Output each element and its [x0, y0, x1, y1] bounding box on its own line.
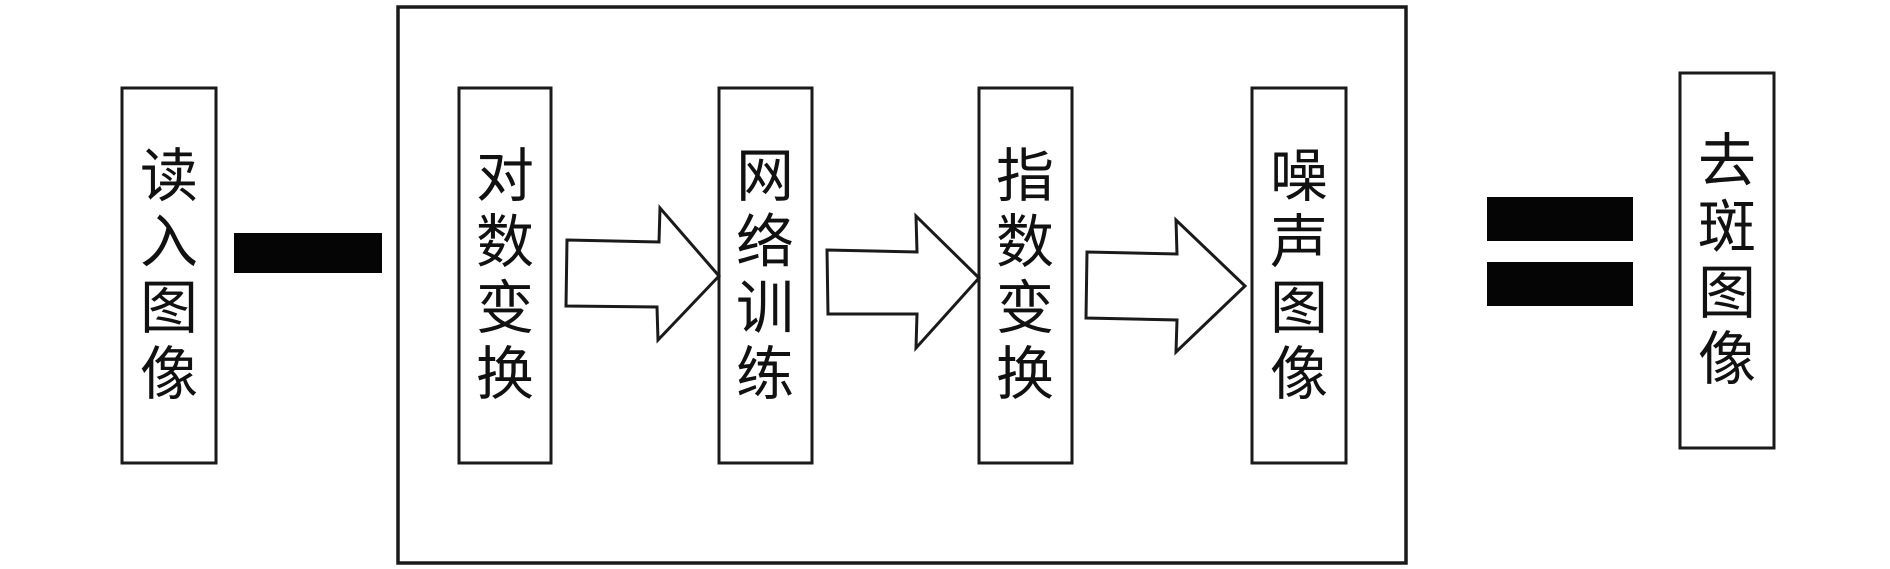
node-exp-transform-box — [977, 86, 1074, 465]
minus-operator — [234, 233, 382, 273]
node-despeckled-image-label: 去斑图像 — [1698, 127, 1756, 393]
node-despeckled-image: 去斑图像 — [1678, 71, 1776, 450]
node-log-transform: 对数变换 — [457, 86, 553, 465]
node-network-training-label: 网络训练 — [736, 142, 794, 408]
node-log-transform-label: 对数变换 — [476, 142, 534, 408]
node-noise-image-box — [1250, 86, 1348, 465]
node-despeckled-image-box — [1678, 71, 1776, 450]
node-network-training-box — [717, 86, 814, 465]
equals-bar-top — [1487, 197, 1633, 241]
arrow-exp-to-noise — [1084, 216, 1248, 356]
arrow-network-to-exp — [825, 212, 982, 353]
node-noise-image-label: 噪声图像 — [1270, 142, 1328, 408]
node-noise-image: 噪声图像 — [1250, 86, 1348, 465]
arrow-log-to-network — [564, 204, 722, 344]
equals-operator — [1487, 197, 1633, 306]
node-read-image: 读入图像 — [120, 86, 218, 465]
process-group-frame — [396, 5, 1408, 565]
node-read-image-box — [120, 86, 218, 465]
node-network-training: 网络训练 — [717, 86, 814, 465]
node-read-image-label: 读入图像 — [140, 142, 198, 408]
node-exp-transform-label: 指数变换 — [996, 142, 1054, 408]
node-exp-transform: 指数变换 — [977, 86, 1074, 465]
node-log-transform-box — [457, 86, 553, 465]
equals-bar-bottom — [1487, 262, 1633, 306]
